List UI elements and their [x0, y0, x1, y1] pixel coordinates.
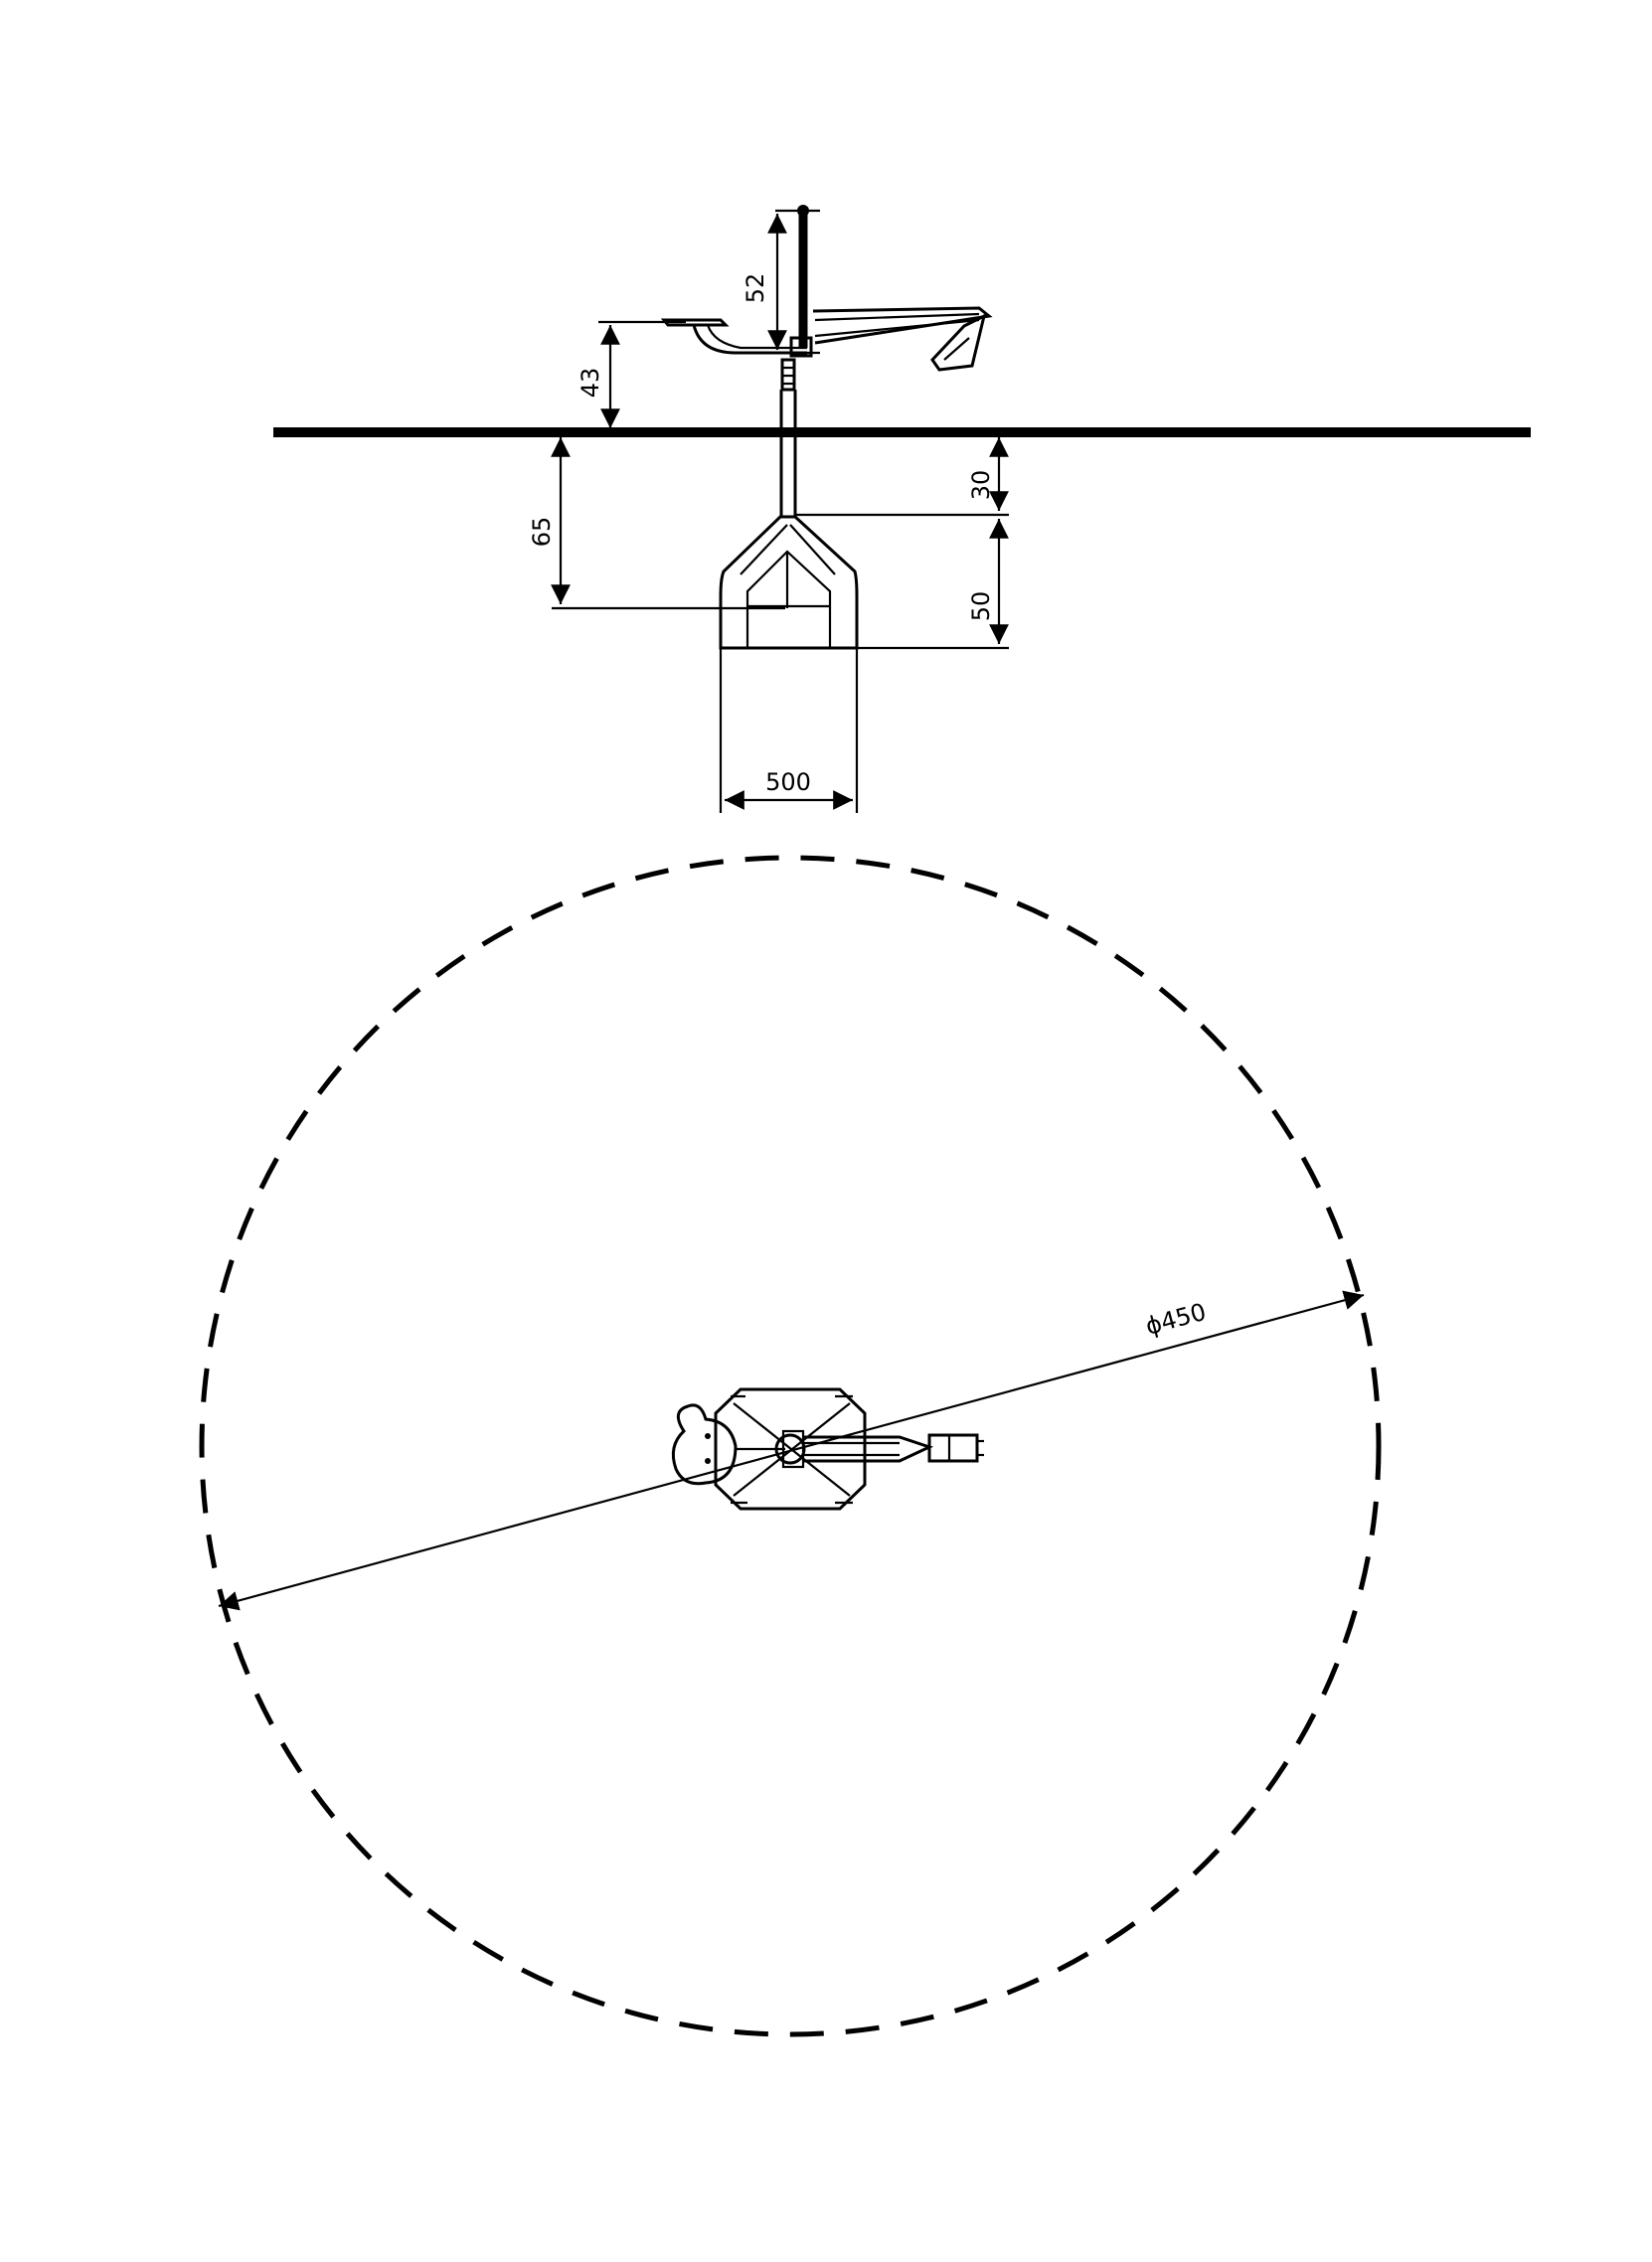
concrete-footing [719, 515, 859, 650]
dimension-handle-height: 52 [742, 209, 820, 355]
dimension-burial-depth: 65 [528, 437, 785, 610]
dimension-seat-height: 43 [577, 320, 686, 428]
equipment-side-view [660, 205, 993, 517]
label-seat-height: 43 [577, 368, 604, 399]
label-burial-depth: 65 [528, 517, 556, 548]
label-safety-zone-diameter: ϕ450 [1143, 1298, 1210, 1341]
dimension-footing-height: 50 [857, 519, 1009, 650]
plan-view: ϕ450 [199, 855, 1382, 2037]
label-handle-height: 52 [742, 273, 769, 304]
elevation-view: 52 43 65 30 50 [273, 205, 1531, 813]
label-footing-width: 500 [765, 768, 811, 796]
dimension-footing-width: 500 [719, 648, 859, 813]
dimension-post-depth: 30 [795, 437, 1009, 517]
equipment-top-view [671, 1387, 984, 1511]
label-footing-height: 50 [967, 591, 995, 622]
label-post-depth: 30 [967, 470, 995, 501]
safety-zone-circle [199, 855, 1382, 2037]
